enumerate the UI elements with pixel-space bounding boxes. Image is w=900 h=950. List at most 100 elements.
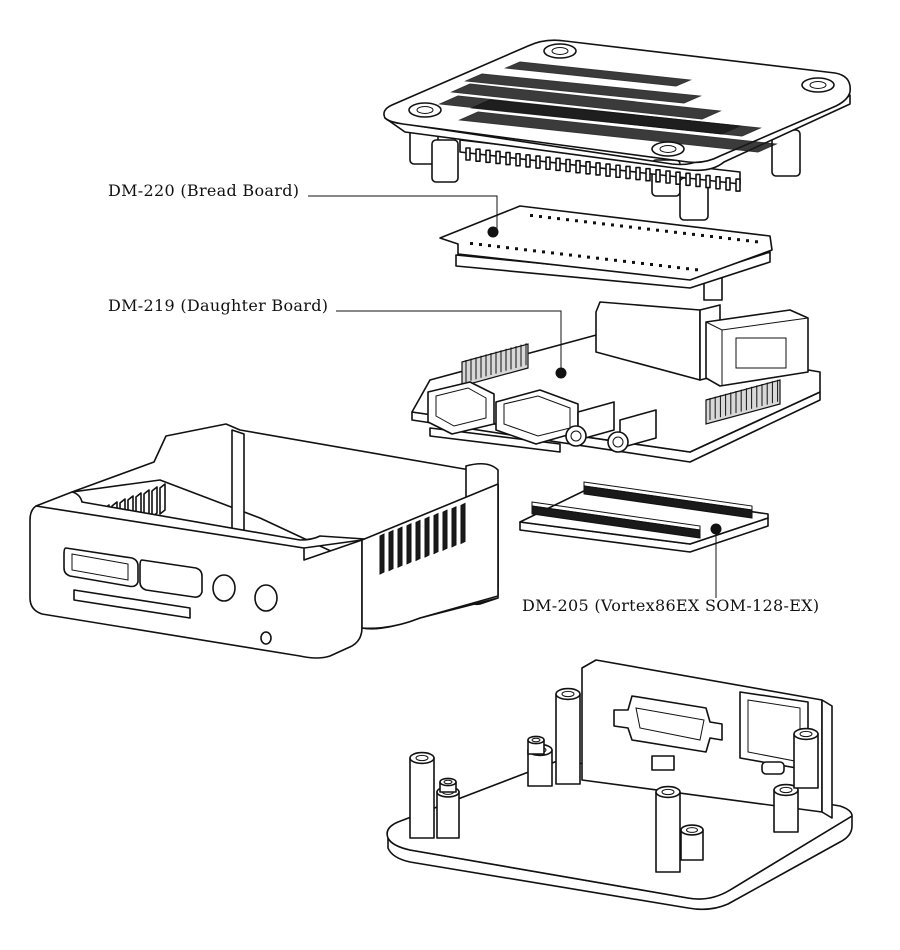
lid-header-strip [459, 139, 741, 192]
edge-pad [530, 214, 533, 217]
edge-pad [755, 240, 758, 244]
edge-pad [695, 268, 698, 272]
side-vent-slot [379, 533, 385, 575]
edge-pad [719, 236, 722, 240]
lid-pin [735, 178, 741, 192]
edge-pad [683, 231, 686, 235]
dm219-board [411, 301, 821, 463]
standoff-top [409, 751, 435, 765]
lid-pin [495, 150, 501, 165]
edge-pad [497, 245, 500, 249]
edge-pad [728, 237, 731, 241]
lid-pin [565, 158, 571, 173]
side-vent-slot [451, 505, 457, 548]
back-vent-slot [159, 483, 166, 515]
edge-pad [557, 217, 560, 221]
enclosure-shell [29, 423, 499, 659]
edge-pad [632, 260, 635, 264]
edge-pad [584, 220, 587, 224]
edge-pad [506, 246, 509, 250]
lid-pin [675, 171, 681, 185]
edge-pad [569, 253, 572, 257]
lid-pin [555, 157, 561, 172]
edge-pad [641, 261, 644, 265]
side-vent-slot [460, 502, 466, 545]
standoff-body [555, 693, 581, 785]
lid-pin [515, 152, 521, 167]
dm220-edge-pads [470, 214, 758, 272]
standoff-top [439, 777, 457, 787]
standoff-top [680, 824, 704, 836]
standoff-body [793, 733, 819, 789]
edge-pad [602, 222, 605, 226]
lid-pin [545, 156, 551, 170]
dm219-audio-jacks [565, 401, 657, 453]
edge-pad [488, 244, 491, 248]
edge-pad [656, 228, 659, 232]
dm219-pin-header-right [705, 379, 781, 425]
side-vent-slot [388, 529, 394, 572]
side-vent-slot [442, 509, 448, 552]
edge-pad [533, 249, 536, 253]
label-dm220-bread-board: DM-220 (Bread Board) [108, 181, 300, 200]
lid-pin [575, 159, 581, 174]
rear-panel-cutouts [613, 691, 809, 775]
edge-pad [647, 227, 650, 231]
edge-pad [614, 258, 617, 262]
lid-pin [625, 165, 631, 180]
edge-pad [479, 243, 482, 247]
lid-pin [655, 169, 661, 183]
edge-pad [524, 248, 527, 252]
dm219-callout-dot [555, 367, 567, 379]
standoff-bore [561, 690, 575, 698]
lid-pin [615, 164, 621, 179]
edge-pad [575, 219, 578, 223]
edge-pad [566, 218, 569, 222]
lid-pin [525, 154, 531, 168]
lid-pin [705, 174, 711, 189]
standoff-top [655, 785, 681, 799]
standoff-bore [443, 779, 453, 785]
edge-pad [668, 265, 671, 269]
edge-pad [551, 251, 554, 255]
standoff-bore [779, 786, 793, 794]
side-wall-vents [379, 502, 466, 575]
edge-pad [746, 239, 749, 243]
edge-pad [587, 255, 590, 259]
edge-pad [611, 223, 614, 227]
edge-pad [710, 235, 713, 238]
standoff-body [773, 789, 799, 833]
edge-pad [692, 232, 695, 236]
edge-pad [605, 257, 608, 261]
dm219-pin-header-left [461, 343, 529, 387]
lid-pin [605, 163, 611, 177]
side-vent-slot [415, 519, 421, 562]
standoff-bore [686, 827, 698, 833]
lid-pin [725, 177, 731, 191]
side-vent-slot [397, 526, 403, 569]
edge-pad [560, 252, 563, 256]
edge-pad [470, 242, 473, 245]
lid-corner-holes [408, 43, 835, 157]
callout-leaders [308, 195, 717, 598]
dm220-pcb [439, 205, 773, 301]
edge-pad [659, 264, 662, 268]
edge-pad [638, 226, 641, 230]
standoff-top [793, 727, 819, 741]
dm205-som-board [519, 481, 769, 553]
edge-pad [542, 250, 545, 254]
lid-pin [585, 161, 591, 175]
standoff-bore [531, 737, 541, 743]
edge-pad [686, 267, 689, 271]
standoff-top [773, 783, 799, 797]
front-usb-cutouts [63, 547, 203, 598]
standoff-top [555, 687, 581, 701]
edge-pad [665, 229, 668, 233]
lid-pin [685, 172, 691, 187]
lid-pin [635, 166, 641, 181]
lid-pin [485, 149, 491, 164]
edge-pad [623, 259, 626, 263]
lid-hole-grid [438, 61, 778, 153]
edge-pad [539, 215, 542, 219]
standoff-bore [799, 730, 813, 738]
